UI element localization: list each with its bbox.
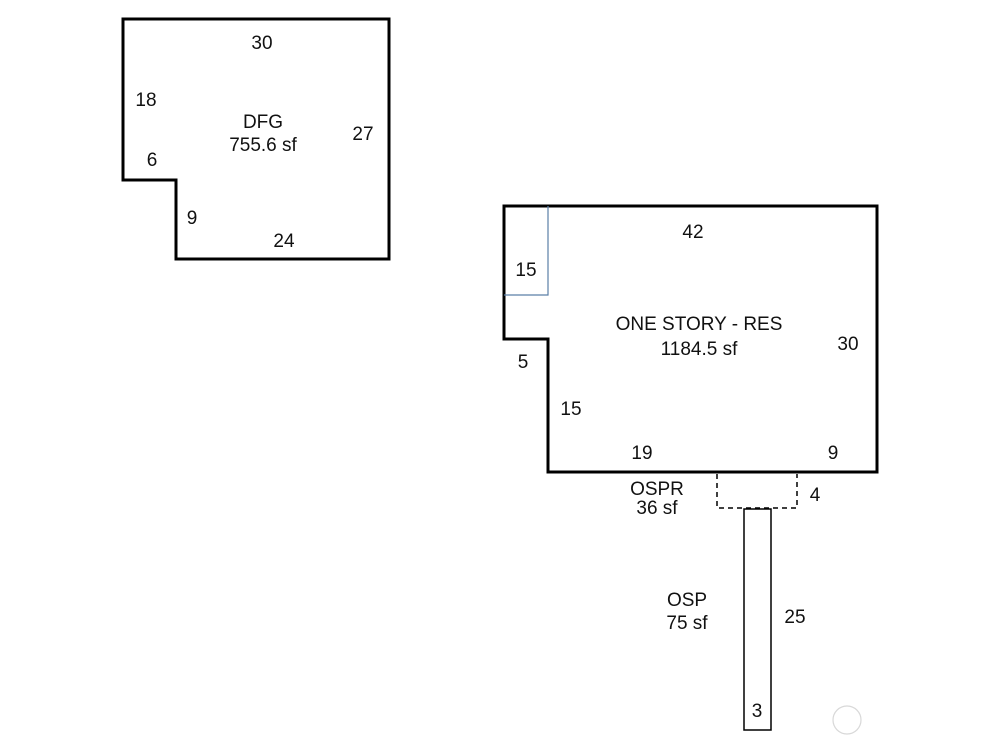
osp-area: 75 sf	[666, 613, 708, 634]
dfg-label: DFG	[243, 112, 283, 133]
residence-outline	[502, 204, 879, 474]
ospr-area: 36 sf	[636, 498, 678, 519]
dim-res-left: 15	[560, 399, 581, 420]
ospr-outline	[716, 474, 798, 509]
residence-label: ONE STORY - RES	[616, 314, 783, 335]
dim-osp-length: 25	[784, 607, 805, 628]
dim-res-top: 42	[682, 222, 703, 243]
residence-area: 1184.5 sf	[661, 339, 738, 360]
dim-res-bottom-right: 9	[828, 443, 839, 464]
dim-dfg-left-lower: 9	[187, 208, 198, 229]
osp-label: OSP	[667, 590, 707, 611]
dim-ospr-side: 4	[810, 485, 821, 506]
ospr-label: OSPR	[630, 479, 684, 500]
dim-dfg-step: 6	[147, 150, 158, 171]
watermark-circle	[832, 705, 862, 735]
dim-dfg-right: 27	[352, 124, 373, 145]
dim-res-bottom-left: 19	[631, 443, 652, 464]
osp-outline	[743, 508, 772, 731]
dfg-area: 755.6 sf	[229, 135, 297, 156]
dim-res-inner: 15	[515, 260, 536, 281]
dim-dfg-left-upper: 18	[135, 90, 156, 111]
dim-res-right: 30	[837, 334, 858, 355]
dim-res-step: 5	[518, 352, 529, 373]
dim-dfg-top: 30	[251, 33, 272, 54]
dim-osp-width: 3	[752, 701, 763, 722]
dim-dfg-bottom: 24	[273, 231, 295, 252]
dfg-outline	[121, 17, 391, 261]
residence-inner-section	[504, 206, 549, 296]
